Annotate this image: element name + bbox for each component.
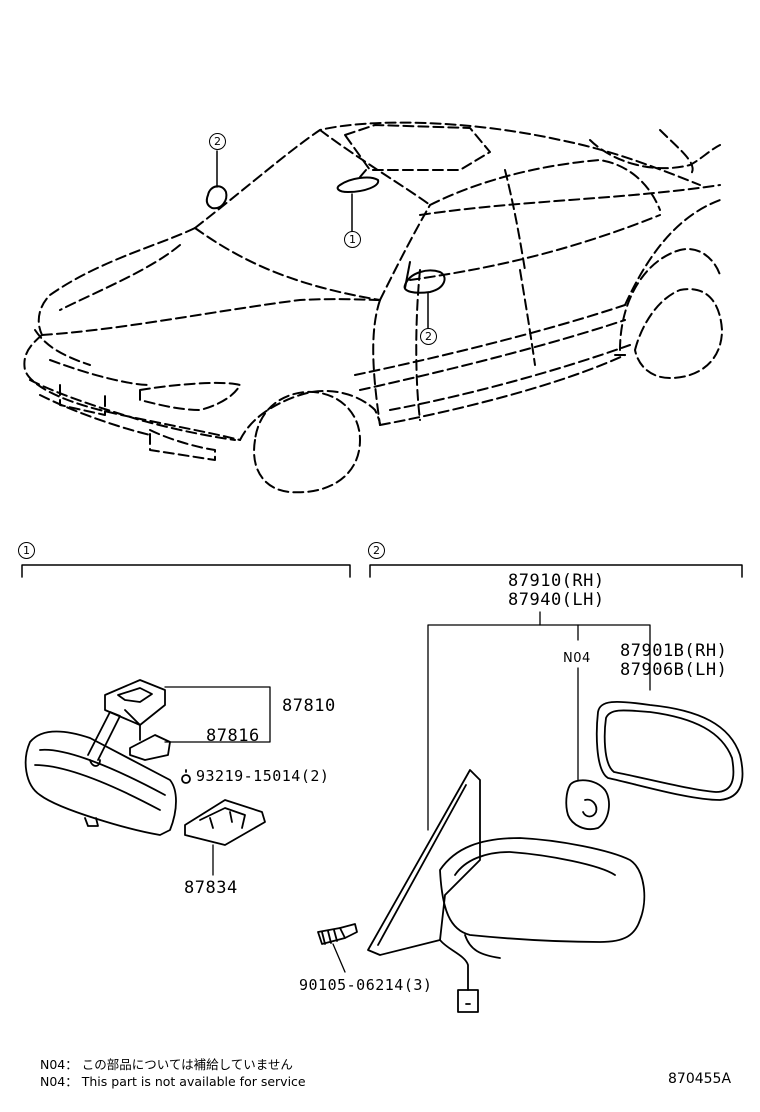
- note-en-text: This part is not available for service: [81, 1074, 306, 1089]
- part-87906b-lh[interactable]: 87906B(LH): [620, 660, 728, 680]
- diagram-code: 870455A: [668, 1071, 732, 1087]
- part-93219-15014[interactable]: 93219-15014(2): [196, 767, 330, 785]
- part-87910-rh[interactable]: 87910(RH): [508, 571, 605, 591]
- callout-2-right-mirror: 2: [420, 328, 437, 345]
- section-brackets: [21, 564, 743, 578]
- note-english: N04： This part is not available for serv…: [40, 1075, 306, 1089]
- part-87940-lh[interactable]: 87940(LH): [508, 590, 605, 610]
- part-n04[interactable]: N04: [563, 651, 591, 666]
- callout-1-inner-mirror: 1: [344, 231, 361, 248]
- part-87816[interactable]: 87816: [206, 726, 260, 746]
- outer-mirror-drawing: [317, 611, 744, 1013]
- car-mirrors: [205, 169, 446, 294]
- part-87834[interactable]: 87834: [184, 878, 238, 898]
- section-2-marker: 2: [368, 542, 385, 559]
- note-en-prefix: N04：: [40, 1074, 78, 1089]
- callout-2-left-mirror: 2: [209, 133, 226, 150]
- part-87810[interactable]: 87810: [282, 696, 336, 716]
- note-japanese: N04： この部品については補給していません: [40, 1058, 293, 1072]
- part-87901b-rh[interactable]: 87901B(RH): [620, 641, 728, 661]
- inner-mirror-drawing: [24, 679, 271, 876]
- section-1-marker: 1: [18, 542, 35, 559]
- note-jp-text: この部品については補給していません: [81, 1057, 293, 1072]
- note-jp-prefix: N04：: [40, 1057, 78, 1072]
- part-90105-06214[interactable]: 90105-06214(3): [299, 976, 433, 994]
- callout-leaders: [216, 150, 429, 329]
- car-illustration: [23, 121, 723, 494]
